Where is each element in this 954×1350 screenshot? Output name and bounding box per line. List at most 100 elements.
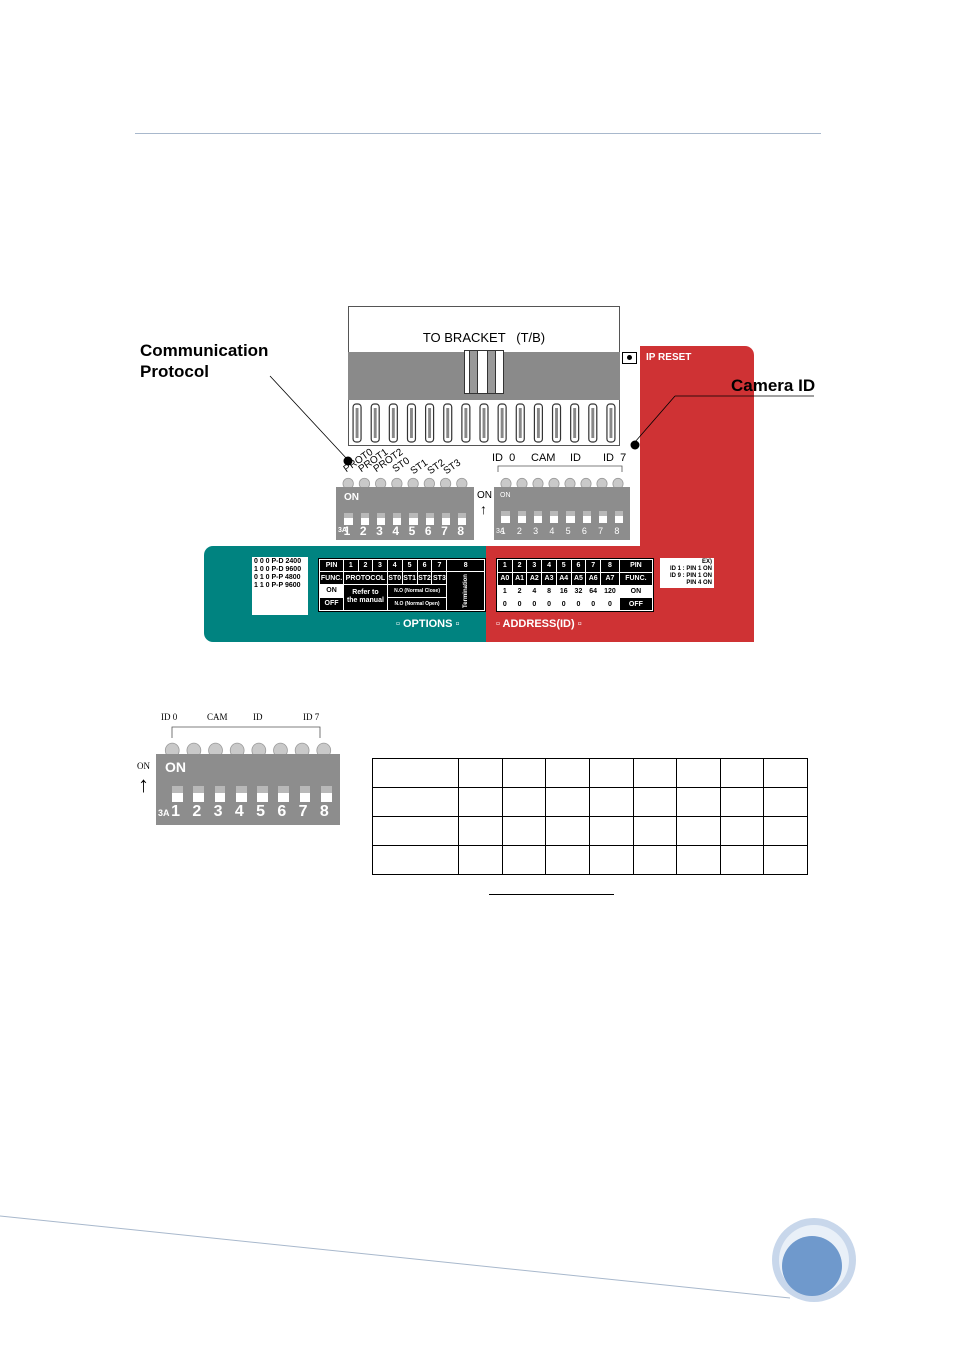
dip-toggle-7[interactable]	[441, 513, 451, 525]
on-arrow-label: ON	[477, 490, 492, 501]
small-on-arrow-icon: ↑	[138, 772, 149, 797]
small-label-cam: CAM	[207, 712, 228, 722]
example-box: EX) ID 1 : PIN 1 ON ID 9 : PIN 1 ON PIN …	[660, 558, 714, 588]
switch-number: 8	[457, 524, 465, 538]
callout-protocol-line1: Communication	[140, 341, 269, 360]
id-config-table	[372, 758, 808, 875]
dip-toggle-4[interactable]	[235, 786, 247, 802]
small-switch-toggles[interactable]	[169, 786, 339, 802]
id-switch-on-text: ON	[500, 492, 511, 499]
opt-header-cell: 7	[431, 558, 448, 573]
table-cell	[719, 758, 765, 788]
dip-toggle-3[interactable]	[533, 511, 543, 523]
protocol-switch-leds	[342, 477, 468, 490]
table-cell	[588, 845, 634, 875]
table-cell	[372, 845, 459, 875]
table-cell	[632, 758, 678, 788]
addr-cell: A6	[585, 571, 602, 586]
dip-toggle-2[interactable]	[517, 511, 526, 523]
ip-reset-button-icon[interactable]	[622, 352, 637, 364]
addr-cell: 4	[541, 559, 557, 573]
switch-number: 8	[614, 526, 620, 536]
example-line: ID 1 : PIN 1 ON	[669, 566, 712, 572]
addr-cell: 32	[570, 584, 587, 599]
small-label-id: ID	[253, 712, 263, 722]
addr-cell: 2	[511, 584, 528, 599]
table-cell	[763, 758, 808, 788]
switch-number: 1	[343, 524, 351, 538]
table-cell	[719, 816, 765, 846]
table-row	[372, 787, 808, 817]
protocol-switch-toggles[interactable]	[342, 513, 472, 525]
protocol-switch-on-text: ON	[344, 492, 359, 503]
dip-toggle-4[interactable]	[393, 513, 402, 525]
dip-toggle-1[interactable]	[501, 511, 510, 523]
addr-cell: 1	[497, 559, 513, 573]
header-rule	[135, 133, 821, 134]
addr-cell: A2	[526, 571, 543, 586]
opt-termination: Termination	[462, 574, 469, 609]
dip-toggle-7[interactable]	[598, 511, 608, 523]
opt-refer-2: the manual	[346, 597, 384, 605]
table-cell	[632, 816, 678, 846]
addr-cell: 8	[541, 584, 557, 599]
dip-toggle-8[interactable]	[458, 513, 467, 525]
dip-toggle-8[interactable]	[320, 786, 332, 802]
addr-cell: 0	[585, 597, 602, 611]
legend-row: 0 1 0 P-P 4800	[254, 574, 301, 581]
dip-toggle-6[interactable]	[425, 513, 434, 525]
switch-number: 5	[256, 803, 266, 820]
addr-cell: 3	[526, 559, 543, 573]
id-switch-toggles[interactable]	[499, 511, 629, 523]
table-cell	[632, 787, 678, 817]
legend-row: 1 0 0 P-D 9600	[254, 566, 302, 573]
dip-toggle-5[interactable]	[409, 513, 418, 525]
legend-row: 1 1 0 P-P 9600	[254, 582, 301, 589]
address-caption: ▫ ADDRESS(ID) ▫	[496, 618, 582, 630]
table-cell	[588, 816, 634, 846]
callout-camera-id: Camera ID	[731, 376, 816, 395]
id-group-label-id: ID	[570, 452, 581, 464]
table-cell	[458, 816, 503, 846]
dip-toggle-2[interactable]	[193, 786, 205, 802]
dip-toggle-7[interactable]	[299, 786, 311, 802]
switch-number: 2	[516, 526, 522, 536]
dip-toggle-3[interactable]	[376, 513, 386, 525]
dip-toggle-5[interactable]	[566, 511, 575, 523]
dip-toggle-6[interactable]	[582, 511, 591, 523]
switch-number: 4	[392, 524, 400, 538]
opt-header-cell: 2	[357, 558, 374, 573]
dip-toggle-1[interactable]	[172, 786, 183, 802]
dip-toggle-2[interactable]	[360, 513, 369, 525]
dip-toggle-4[interactable]	[550, 511, 559, 523]
small-switch-brand: 3A	[158, 808, 170, 818]
switch-number: 4	[234, 803, 244, 820]
dip-toggle-6[interactable]	[278, 786, 290, 802]
table-cell	[588, 758, 634, 788]
table-cell	[588, 787, 634, 817]
table-cell	[458, 787, 503, 817]
table-cell	[501, 787, 547, 817]
opt-header-cell: 6	[416, 558, 433, 573]
dip-toggle-8[interactable]	[615, 511, 624, 523]
dip-toggle-5[interactable]	[257, 786, 268, 802]
footer-decoration	[0, 1215, 856, 1302]
addr-cell: A5	[570, 571, 587, 586]
table-cell	[545, 816, 590, 846]
addr-cell: A4	[555, 571, 572, 586]
small-switch-on-text: ON	[165, 759, 186, 775]
addr-cell: 0	[555, 597, 572, 611]
dip-toggle-1[interactable]	[344, 513, 353, 525]
switch-number: 2	[192, 803, 202, 820]
table-cell	[545, 758, 590, 788]
on-arrow-icon: ↑	[480, 501, 487, 517]
addr-cell: 4	[526, 584, 543, 599]
opt-off-label: OFF	[318, 596, 345, 612]
addr-cell: 0	[541, 597, 557, 611]
dip-toggle-3[interactable]	[214, 786, 226, 802]
addr-cell: 16	[555, 584, 572, 599]
switch-number: 7	[598, 526, 604, 536]
